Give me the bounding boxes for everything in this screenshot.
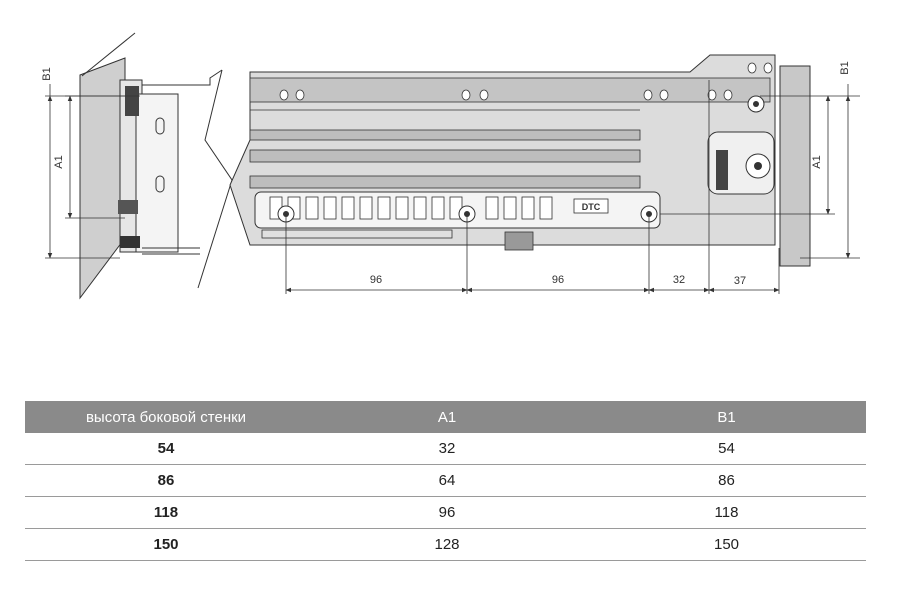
- brand-mark: DTC: [582, 202, 601, 212]
- cell-b1: 118: [587, 496, 866, 529]
- right-a1-label: A1: [811, 155, 823, 168]
- cell-a1: 128: [307, 528, 587, 561]
- header-side-height: высота боковой стенки: [25, 401, 307, 433]
- cell-b1: 54: [587, 433, 866, 465]
- header-a1: A1: [307, 401, 587, 433]
- right-b1-label: B1: [839, 61, 851, 74]
- runner-side-view: [229, 54, 860, 294]
- table-header: высота боковой стенки A1 B1: [25, 401, 866, 433]
- header-b1: B1: [587, 401, 866, 433]
- table-row: 86 64 86: [25, 464, 866, 497]
- table-row: 150 128 150: [25, 528, 866, 561]
- cell-side-height: 118: [25, 496, 307, 529]
- cell-a1: 64: [307, 464, 587, 497]
- cell-b1: 86: [587, 464, 866, 497]
- cell-a1: 96: [307, 496, 587, 529]
- table-row: 118 96 118: [25, 496, 866, 529]
- left-b1-label: B1: [41, 67, 53, 80]
- cell-side-height: 86: [25, 464, 307, 497]
- technical-drawing: B1 A1: [41, 32, 860, 300]
- cell-b1: 150: [587, 528, 866, 561]
- table-body: 54 32 54 86 64 86 118 96 118 150 128 150: [25, 433, 866, 561]
- dimension-96-second: 96: [552, 274, 564, 286]
- table-row: 54 32 54: [25, 433, 866, 465]
- table-header-row: высота боковой стенки A1 B1: [25, 401, 866, 433]
- cell-side-height: 54: [25, 433, 307, 465]
- dimension-96-first: 96: [370, 274, 382, 286]
- dimensions-table: высота боковой стенки A1 B1 54 32 54 86 …: [25, 401, 866, 561]
- dimension-32: 32: [673, 274, 685, 286]
- cell-a1: 32: [307, 433, 587, 465]
- side-section-view: [45, 32, 233, 300]
- dimension-37: 37: [734, 275, 746, 287]
- left-a1-label: A1: [53, 155, 65, 168]
- cell-side-height: 150: [25, 528, 307, 561]
